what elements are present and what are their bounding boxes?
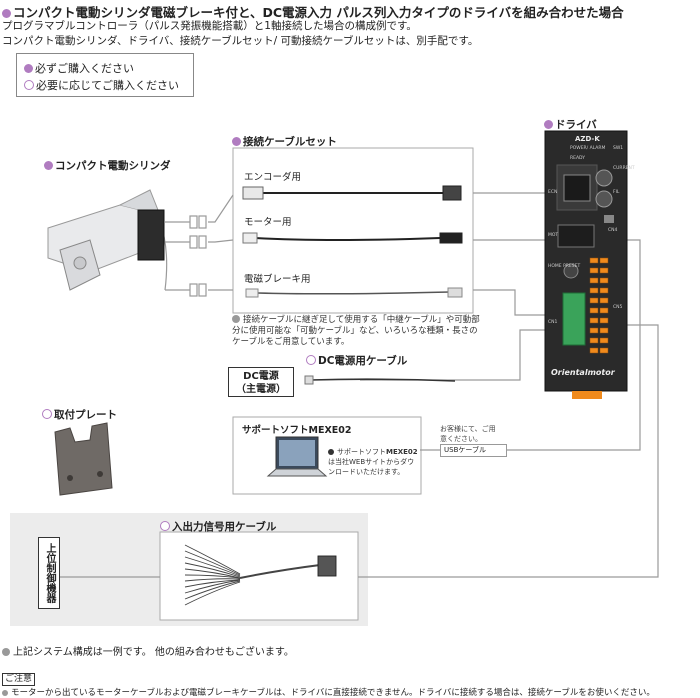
io-cable-drawing <box>184 544 337 606</box>
cylinder-label: コンパクト電動シリンダ <box>44 158 171 173</box>
plate-label: 取付プレート <box>42 407 117 422</box>
driver-cn5-label: CN5 <box>613 305 623 310</box>
encoder-cable-label: エンコーダ用 <box>244 172 302 183</box>
brake-cable-label: 電磁ブレーキ用 <box>244 274 311 285</box>
intro-line-2: コンパクト電動シリンダ、ドライバ、接続ケーブルセット/ 可動接続ケーブルセットは… <box>2 35 479 47</box>
dc-power-line1: DC電源 <box>243 371 279 382</box>
note-bullet-icon <box>328 449 334 455</box>
legend-optional: 必要に応じてご購入ください <box>24 77 179 93</box>
usb-cable-label: USBケーブル <box>440 444 507 457</box>
host-controller-box: 上位制御機器 <box>38 537 60 609</box>
io-cable-label: 入出力信号用ケーブル <box>160 519 276 534</box>
system-note: 上記システム構成は一例です。 他の組み合わせもございます。 <box>2 643 294 658</box>
dc-power-box: DC電源 （主電源） <box>228 367 294 397</box>
driver-drawing <box>544 130 628 399</box>
dc-cable-label: DC電源用ケーブル <box>306 353 407 368</box>
software-note: サポートソフトMEXE02は当社WEBサイトからダウンロードいただけます。 <box>328 448 418 476</box>
driver-home-label: HOME PRESET <box>548 264 581 269</box>
note-bullet-icon <box>2 648 10 656</box>
cable-set-frame <box>232 147 474 314</box>
note-bullet-icon <box>232 315 240 323</box>
intro-line-1: プログラマブルコントローラ（パルス発振機能搭載）と1軸接続した場合の構成例です。 <box>2 20 417 32</box>
plate-drawing <box>54 422 113 496</box>
cylinder-drawing <box>47 189 165 291</box>
required-dot-icon <box>24 64 33 73</box>
caution-text: モーターから出ているモーターケーブルおよび電磁ブレーキケーブルは、ドライバに直接… <box>2 686 655 698</box>
legend-required: 必ずご購入ください <box>24 60 134 76</box>
optional-ring-icon <box>306 355 316 365</box>
caution-title: ご注意 <box>2 673 36 686</box>
note-bullet-icon <box>2 690 8 696</box>
driver-ready-label: READY <box>570 156 586 161</box>
driver-current-label: CURRENT <box>613 166 635 171</box>
driver-power-label: POWER/ ALARM <box>570 146 606 151</box>
legend-box: 必ずご購入ください 必要に応じてご購入ください <box>16 53 194 97</box>
optional-ring-icon <box>24 80 34 90</box>
driver-brand: Orientalmotor <box>551 368 615 377</box>
motor-cable-label: モーター用 <box>244 217 292 228</box>
optional-ring-icon <box>42 409 52 419</box>
cable-set-note: 接続ケーブルに継ぎ足して使用する「中継ケーブル」や可動部分に使用可能な「可動ケー… <box>232 315 480 347</box>
driver-cn4-label: CN4 <box>608 228 618 233</box>
software-frame <box>232 416 422 495</box>
cylinder-connections <box>159 194 234 297</box>
optional-ring-icon <box>160 521 170 531</box>
required-dot-icon <box>2 9 11 18</box>
driver-fil-label: FIL <box>613 190 620 195</box>
required-dot-icon <box>544 120 553 129</box>
driver-sw1-label: SW1 <box>613 146 624 151</box>
dc-power-line2: （主電源） <box>236 384 286 395</box>
dc-cable-drawing <box>304 375 456 385</box>
driver-model: AZD-K <box>575 135 600 143</box>
cable-drawings <box>242 185 463 298</box>
driver-cn1-label: CN1 <box>548 320 558 325</box>
driver-ecn-label: ECN <box>548 190 558 195</box>
driver-mot-label: MOT <box>548 233 559 238</box>
cable-set-label: 接続ケーブルセット <box>232 134 337 149</box>
page-title: コンパクト電動シリンダ電磁ブレーキ付と、DC電源入力 パルス列入力タイプのドライ… <box>2 2 624 21</box>
required-dot-icon <box>44 161 53 170</box>
customer-note: お客様にて、ご用意ください。 <box>440 425 496 443</box>
driver-label: ドライバ <box>544 117 597 132</box>
software-title: サポートソフトMEXE02 <box>242 425 352 436</box>
required-dot-icon <box>232 137 241 146</box>
laptop-drawing <box>266 436 328 477</box>
